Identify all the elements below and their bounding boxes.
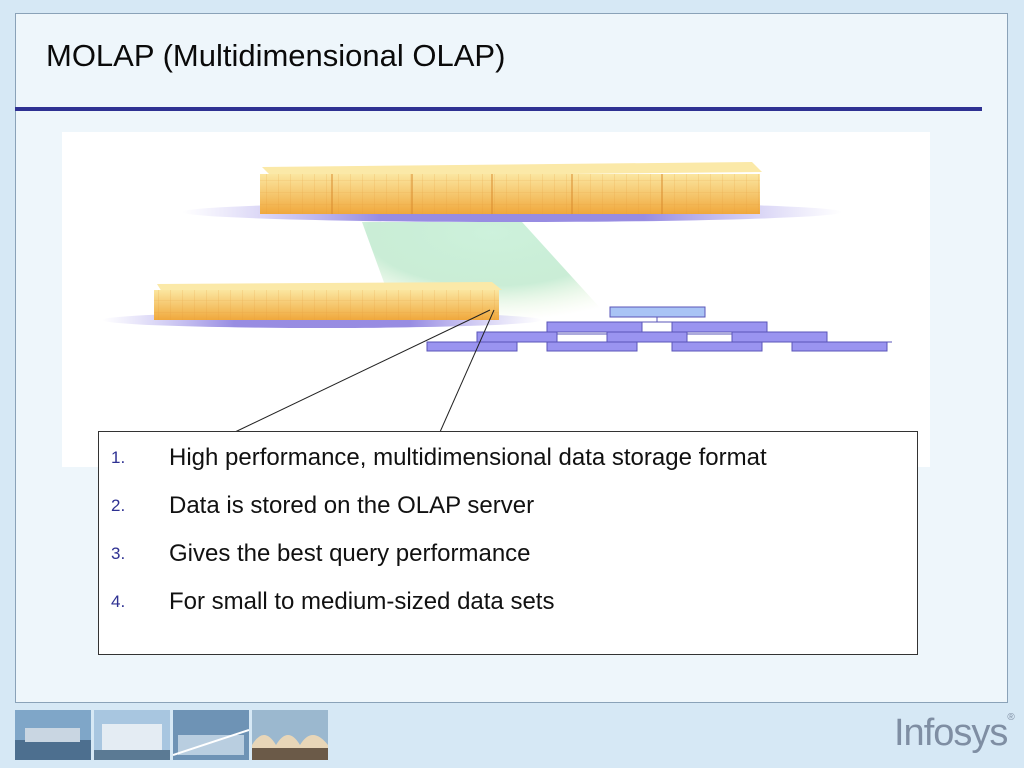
list-number: 3.	[111, 544, 126, 563]
top-cube	[260, 162, 762, 214]
registered-mark: ®	[1007, 712, 1014, 723]
list-number: 4.	[111, 592, 126, 611]
list-number: 1.	[111, 448, 126, 467]
logo-text: Infosys	[894, 712, 1008, 754]
molap-illustration	[62, 132, 930, 467]
list-text: For small to medium-sized data sets	[169, 588, 555, 615]
building-photo-2	[94, 710, 170, 760]
lower-cube	[154, 282, 502, 320]
callout-box: 1. High performance, multidimensional da…	[98, 431, 918, 655]
slide-title: MOLAP (Multidimensional OLAP)	[46, 38, 506, 73]
building-photo-3	[173, 710, 249, 760]
list-text: Data is stored on the OLAP server	[169, 492, 535, 519]
infosys-logo: Infosys®	[894, 712, 1015, 755]
footer-photo-strip	[15, 710, 328, 760]
building-photo-1	[15, 710, 91, 760]
building-photo-4	[252, 710, 328, 760]
title-underline	[15, 107, 982, 111]
list-text: Gives the best query performance	[169, 540, 531, 567]
list-number: 2.	[111, 496, 126, 515]
list-text: High performance, multidimensional data …	[169, 444, 767, 471]
